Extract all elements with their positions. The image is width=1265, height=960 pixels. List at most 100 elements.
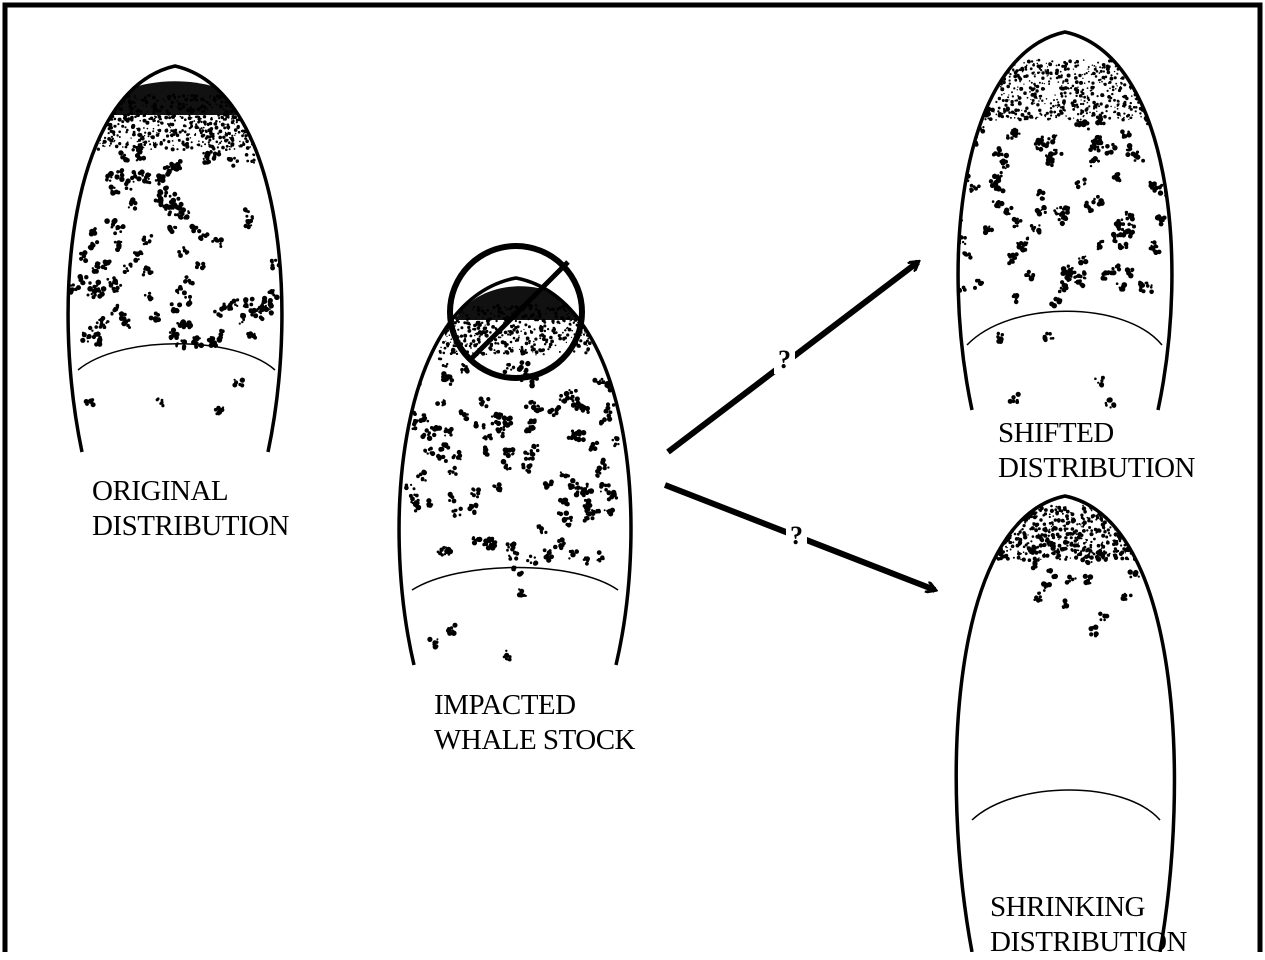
- stipple-speck: [1065, 79, 1069, 83]
- stipple-speck: [974, 117, 976, 119]
- stipple-speck: [1152, 98, 1153, 99]
- stipple-speck: [515, 320, 517, 322]
- stipple-speck: [1054, 526, 1058, 530]
- stipple-speck: [1138, 512, 1142, 516]
- stipple-speck: [1137, 547, 1140, 550]
- stipple-speck: [90, 122, 92, 124]
- impacted-whale-dots: [404, 357, 625, 661]
- stipple-speck: [1047, 118, 1050, 121]
- stipple-speck: [992, 551, 993, 552]
- stipple-speck: [136, 98, 137, 99]
- stipple-speck: [1063, 89, 1064, 90]
- stipple-speck: [1149, 99, 1153, 103]
- stipple-speck: [1091, 115, 1093, 117]
- stipple-speck: [222, 136, 225, 139]
- stipple-speck: [1060, 510, 1063, 513]
- stipple-speck: [215, 99, 217, 101]
- stipple-speck: [138, 141, 139, 142]
- stipple-speck: [1112, 86, 1115, 89]
- stipple-speck: [99, 106, 103, 110]
- stipple-speck: [190, 99, 193, 102]
- stipple-speck: [1141, 525, 1144, 528]
- stipple-speck: [1064, 506, 1066, 508]
- stipple-speck: [978, 110, 980, 112]
- stipple-speck: [1058, 64, 1060, 66]
- stipple-speck: [1050, 107, 1052, 109]
- stipple-speck: [990, 515, 992, 517]
- stipple-speck: [532, 351, 533, 352]
- stipple-speck: [506, 308, 508, 310]
- stipple-speck: [1033, 63, 1035, 65]
- stipple-speck: [1115, 510, 1116, 511]
- stipple-speck: [254, 129, 255, 130]
- stipple-speck: [134, 105, 136, 107]
- stipple-speck: [1116, 540, 1119, 543]
- stipple-speck: [500, 337, 502, 339]
- stipple-speck: [1077, 553, 1080, 556]
- stipple-speck: [513, 337, 516, 340]
- stipple-speck: [184, 118, 187, 121]
- stipple-speck: [978, 69, 981, 72]
- stipple-speck: [189, 114, 191, 116]
- stipple-speck: [1123, 103, 1126, 106]
- stipple-speck: [1056, 99, 1058, 101]
- stipple-speck: [1126, 509, 1128, 511]
- stipple-speck: [576, 344, 580, 348]
- stipple-speck: [1014, 515, 1018, 519]
- whale-dot: [472, 536, 483, 545]
- stipple-speck: [101, 101, 103, 103]
- stipple-speck: [977, 98, 979, 100]
- stipple-speck: [240, 144, 243, 147]
- stipple-speck: [153, 128, 155, 130]
- whale-dot: [1046, 568, 1058, 579]
- stipple-speck: [980, 103, 983, 106]
- stipple-speck: [1031, 102, 1034, 105]
- whale-dot: [109, 185, 121, 196]
- stipple-speck: [1135, 510, 1138, 513]
- stipple-speck: [112, 95, 115, 98]
- stipple-speck: [189, 121, 193, 125]
- stipple-speck: [1147, 82, 1149, 84]
- stipple-speck: [1123, 113, 1125, 115]
- stipple-speck: [257, 137, 260, 140]
- stipple-speck: [221, 101, 224, 104]
- stipple-speck: [216, 104, 218, 106]
- stipple-speck: [1063, 61, 1066, 64]
- stipple-speck: [214, 122, 218, 126]
- stipple-speck: [1000, 86, 1002, 88]
- stipple-speck: [1146, 83, 1148, 85]
- stipple-speck: [1108, 117, 1111, 120]
- stipple-speck: [1096, 515, 1099, 518]
- whale-dot: [1097, 240, 1105, 251]
- stipple-speck: [1038, 557, 1039, 558]
- stipple-speck: [253, 113, 255, 115]
- stipple-speck: [113, 125, 116, 128]
- stipple-speck: [1109, 512, 1113, 516]
- stipple-speck: [239, 141, 241, 143]
- stipple-speck: [1037, 63, 1039, 65]
- whale-dot: [583, 556, 590, 565]
- stipple-speck: [1139, 536, 1141, 538]
- stipple-speck: [525, 316, 526, 317]
- stipple-speck: [219, 105, 223, 109]
- stipple-speck: [1058, 544, 1062, 548]
- stipple-speck: [538, 315, 541, 318]
- stipple-speck: [1043, 523, 1046, 526]
- stipple-speck: [1147, 108, 1150, 111]
- stipple-speck: [990, 557, 993, 560]
- stipple-speck: [1086, 72, 1088, 74]
- whale-dot: [1012, 293, 1020, 304]
- stipple-speck: [1012, 95, 1014, 97]
- stipple-speck: [1109, 534, 1111, 536]
- whale-dot: [1078, 256, 1088, 266]
- stipple-speck: [96, 119, 98, 121]
- stipple-speck: [1048, 63, 1052, 67]
- stipple-speck: [1099, 66, 1101, 68]
- whale-dot: [954, 162, 964, 173]
- stipple-speck: [96, 107, 99, 110]
- stipple-speck: [1020, 508, 1023, 511]
- stipple-speck: [1114, 515, 1115, 516]
- stipple-speck: [1075, 80, 1079, 84]
- stipple-speck: [542, 335, 546, 339]
- stipple-speck: [1137, 513, 1139, 515]
